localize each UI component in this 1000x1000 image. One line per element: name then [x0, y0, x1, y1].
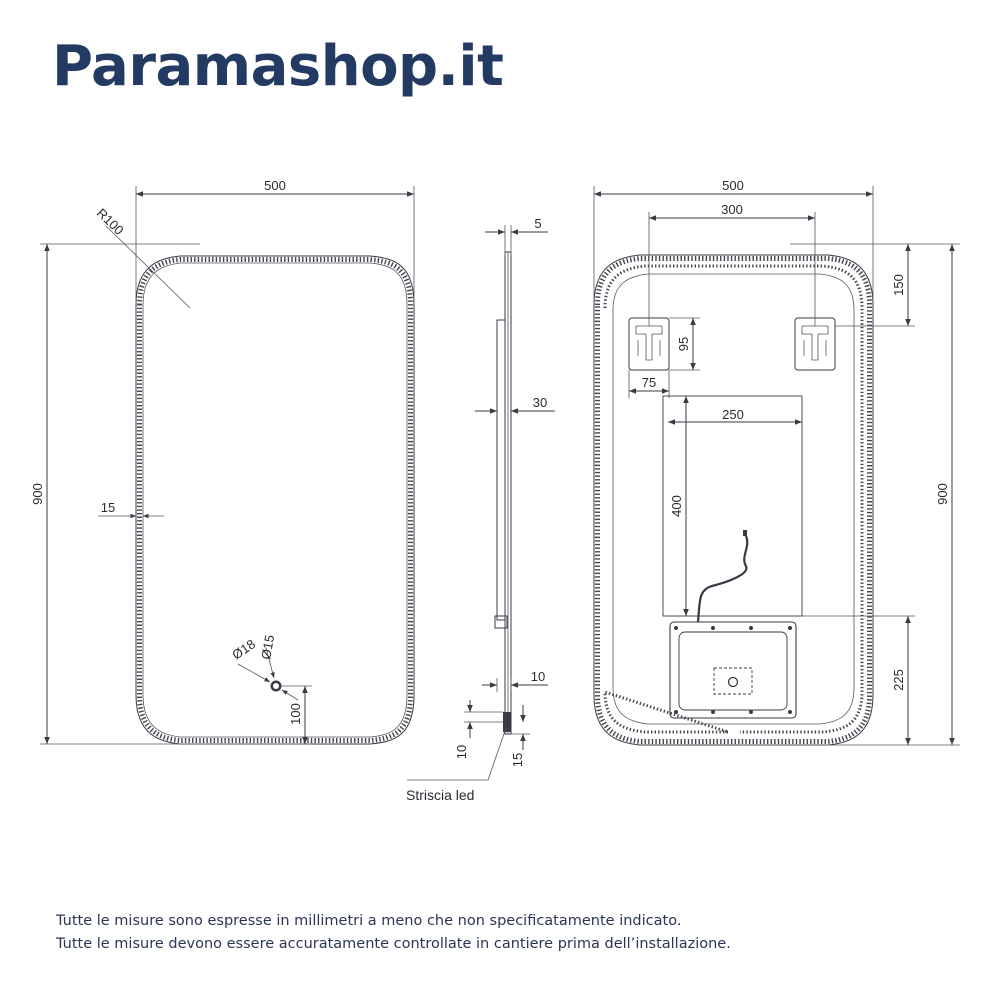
rear-mirror-outline — [593, 254, 874, 746]
front-mirror-outline — [135, 255, 415, 745]
hole-outer-dim: Ø18 — [229, 636, 258, 662]
box-bottom-dim: 225 — [891, 669, 906, 691]
side-body-depth-dim: 30 — [533, 395, 547, 410]
rear-width-dim: 500 — [722, 178, 744, 193]
bracket-top-dim: 150 — [891, 274, 906, 296]
switch-module — [713, 667, 753, 695]
side-led-offset-dim: 15 — [510, 753, 525, 767]
hole-offset-dim: 100 — [288, 703, 303, 725]
hole-inner-dim: Ø15 — [258, 634, 277, 661]
box-height-dim: 400 — [669, 495, 684, 517]
power-cable — [696, 533, 749, 623]
side-bracket — [494, 615, 508, 629]
front-view: 500 900 R100 15 Ø18 Ø15 100 — [30, 178, 415, 745]
front-frame-dim: 15 — [101, 500, 115, 515]
front-width-dim: 500 — [264, 178, 286, 193]
rear-inner-border — [612, 273, 855, 725]
bracket-width-dim: 75 — [642, 375, 656, 390]
led-strip-label: Striscia led — [406, 787, 474, 803]
rear-height-dim: 900 — [935, 483, 950, 505]
rear-wall-plate — [662, 395, 803, 617]
rear-view: 500 300 900 150 95 75 250 400 — [593, 178, 960, 746]
brand-logo: Paramashop.it — [52, 34, 504, 99]
side-mirror-body — [496, 319, 506, 621]
rear-led-channel — [603, 264, 864, 734]
notes: Tutte le misure sono espresse in millime… — [56, 910, 731, 956]
bracket-spacing-dim: 300 — [721, 202, 743, 217]
note-line-2: Tutte le misure devono essere accuratame… — [56, 936, 731, 952]
side-led-block — [503, 712, 511, 732]
front-height-dim: 900 — [30, 483, 45, 505]
note-line-1: Tutte le misure sono espresse in millime… — [56, 913, 682, 929]
side-led-height-dim: 10 — [454, 745, 469, 759]
box-width-dim: 250 — [722, 407, 744, 422]
electrical-box — [669, 621, 797, 719]
front-mirror-inner — [142, 262, 408, 738]
bracket-height-dim: 95 — [676, 337, 691, 351]
front-mirror-hatch — [137, 257, 413, 743]
side-view: 5 30 10 10 15 Striscia led — [406, 216, 555, 803]
side-bottom-depth-dim: 10 — [531, 669, 545, 684]
rear-mirror-hatch — [595, 256, 872, 744]
front-radius-dim: R100 — [94, 205, 127, 237]
side-top-depth-dim: 5 — [534, 216, 541, 231]
